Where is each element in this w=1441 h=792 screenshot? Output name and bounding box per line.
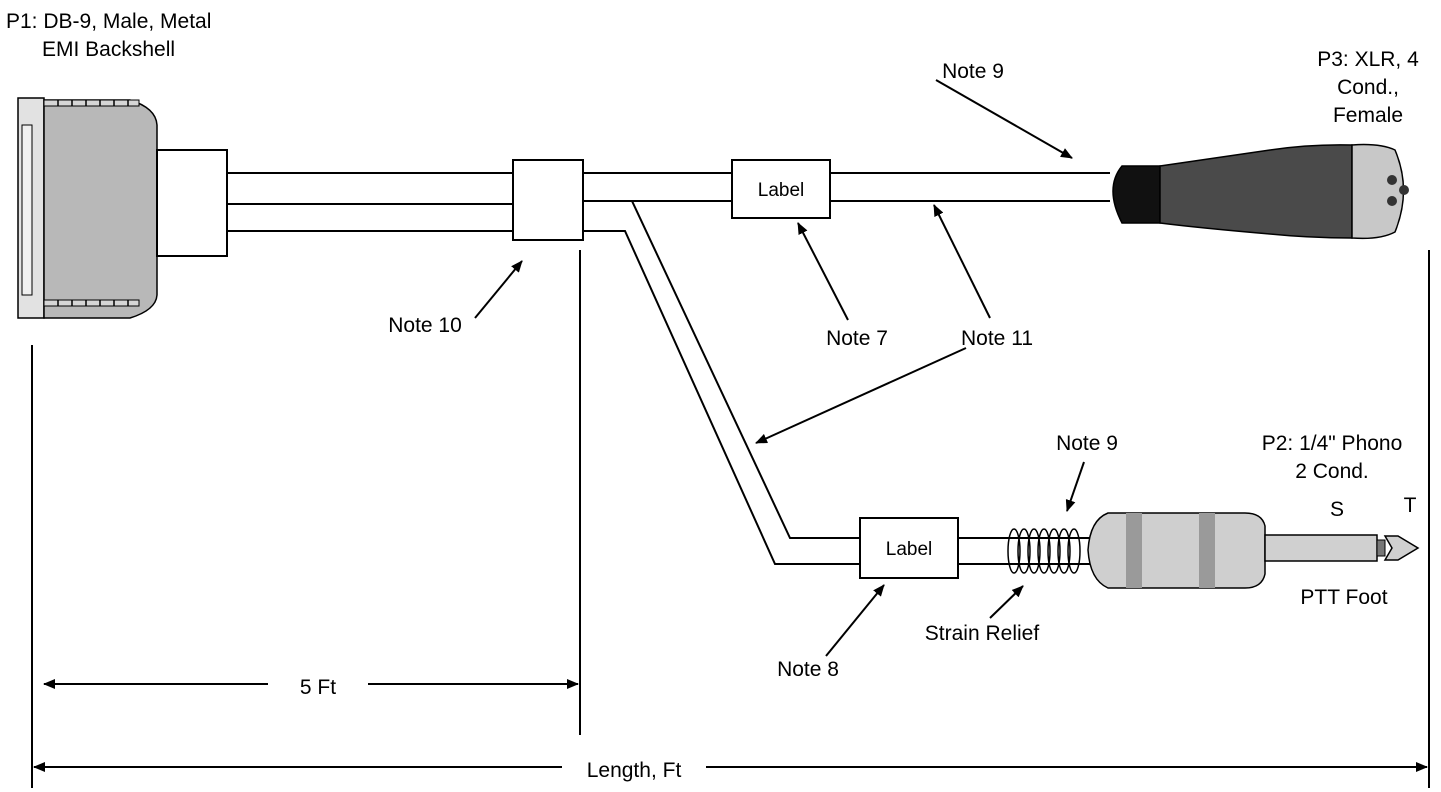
phono-body: [1087, 512, 1266, 589]
db9-backshell: [43, 99, 158, 319]
label-lower-text: Label: [886, 539, 933, 560]
upper-cable: [583, 172, 1110, 202]
xlr-face: [1351, 143, 1405, 240]
phono-plug: [1087, 512, 1420, 589]
dimension-lines: [31, 250, 1430, 788]
label-upper: Label: [731, 159, 831, 219]
p1-title-line1: P1: DB-9, Male, Metal: [6, 10, 211, 33]
note9-bottom-label: Note 9: [1056, 432, 1118, 455]
p2-function-label: PTT Foot: [1300, 586, 1387, 609]
p1-title-line2: EMI Backshell: [42, 38, 175, 61]
arrow-strain-relief: [989, 585, 1024, 619]
arrow-note10: [474, 260, 523, 319]
note9-top-label: Note 9: [942, 60, 1004, 83]
arrow-note11-up: [933, 204, 991, 319]
xlr-connector: [1112, 143, 1409, 240]
main-cable: [227, 159, 584, 241]
dim-5ft-label: 5 Ft: [300, 676, 336, 699]
arrow-note9-bottom: [1065, 461, 1085, 512]
leader-arrows: [474, 79, 1085, 657]
label-upper-text: Label: [758, 180, 805, 201]
p3-title-line1: P3: XLR, 4: [1317, 48, 1419, 71]
label-lower: Label: [859, 517, 959, 579]
breakout-sleeve: [512, 159, 584, 241]
arrow-note9-top: [935, 79, 1073, 159]
p2-title-line2: 2 Cond.: [1295, 460, 1369, 483]
dim-length-label: Length, Ft: [587, 759, 682, 782]
p3-title-line3: Female: [1333, 104, 1403, 127]
phono-band-2: [1199, 513, 1215, 588]
db9-strain-collar: [156, 149, 228, 257]
p2-sleeve-label: S: [1330, 498, 1344, 521]
note7-label: Note 7: [826, 327, 888, 350]
strain-relief-label: Strain Relief: [925, 622, 1040, 645]
xlr-boot: [1112, 165, 1161, 224]
note11-label: Note 11: [961, 327, 1033, 350]
p2-tip-label: T: [1404, 494, 1417, 517]
xlr-body: [1159, 144, 1353, 239]
arrow-note8: [825, 584, 885, 657]
arrow-note11-down: [755, 347, 967, 444]
p3-title-line2: Cond.,: [1337, 76, 1399, 99]
note8-label: Note 8: [777, 658, 839, 681]
lower-cable: [583, 200, 1090, 565]
note10-label: Note 10: [388, 314, 462, 337]
p2-title-line1: P2: 1/4" Phono: [1262, 432, 1403, 455]
phono-sleeve: [1264, 534, 1378, 562]
arrow-note7: [797, 222, 849, 321]
db9-connector: [17, 97, 228, 319]
phono-tip: [1383, 535, 1420, 561]
strain-relief-coil: [1007, 528, 1081, 574]
phono-band-1: [1126, 513, 1142, 588]
